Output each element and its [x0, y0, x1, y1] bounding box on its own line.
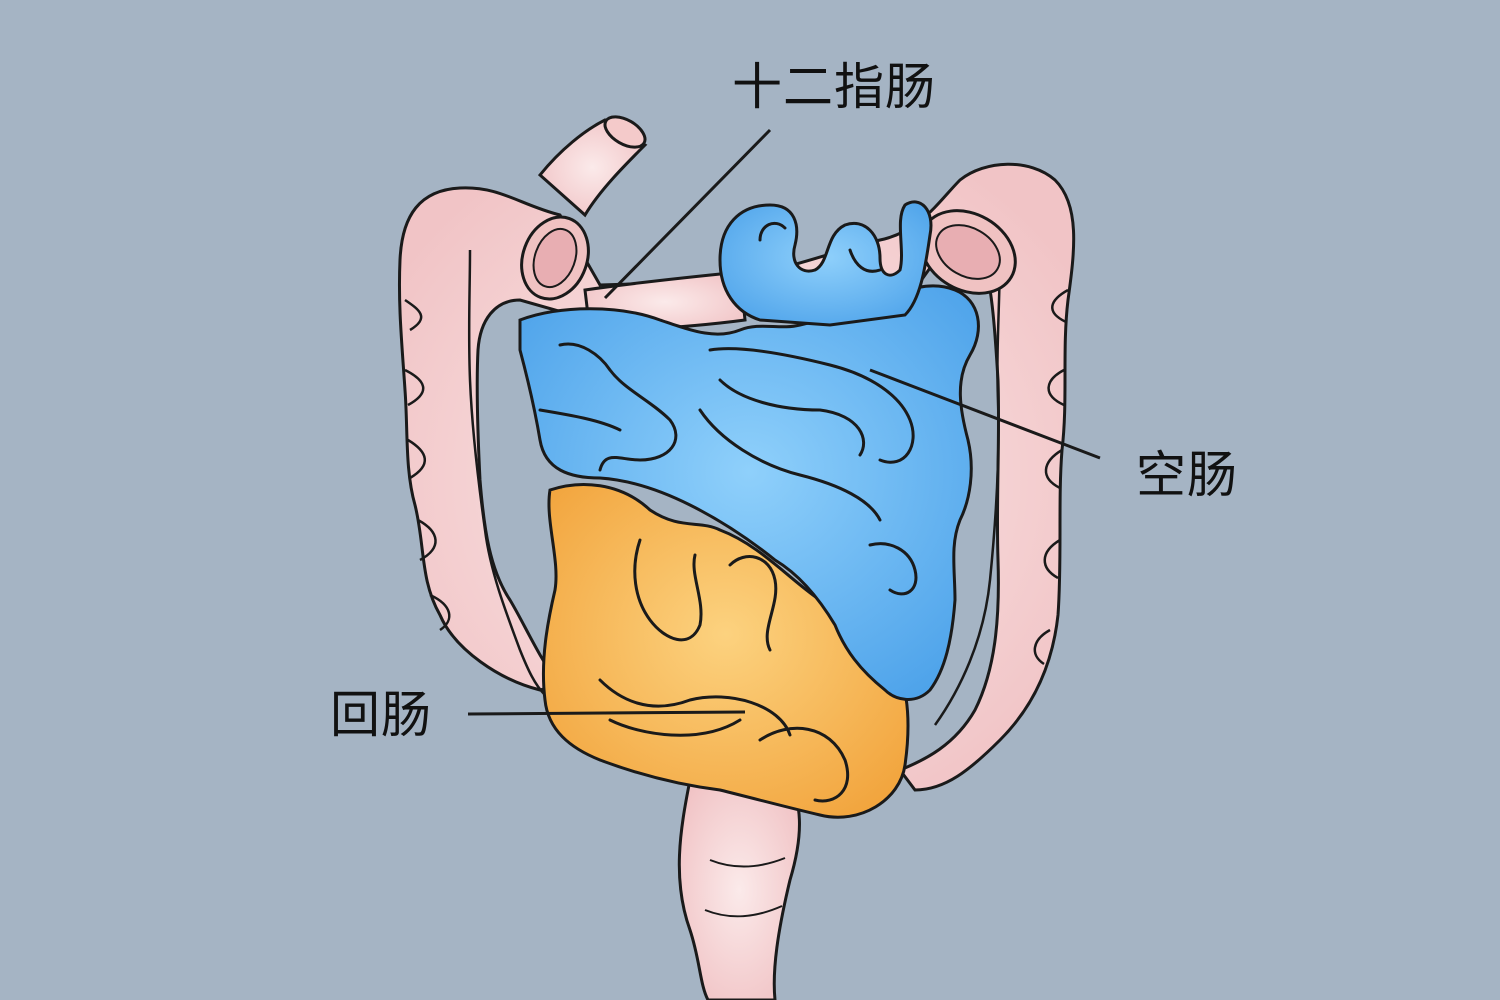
jejunum-leader-line — [869, 368, 1101, 460]
rectum — [677, 778, 801, 1000]
right-colon-cut — [919, 209, 1017, 295]
ileum-leader-line — [467, 710, 746, 716]
jejunum-folds — [538, 221, 918, 596]
jejunum — [518, 284, 980, 701]
ileum-label: 回肠 — [330, 686, 432, 744]
rectum-fold-lines — [704, 857, 786, 918]
jejunum-upper-loops — [718, 200, 933, 327]
left-colon-cut — [520, 215, 590, 301]
duodenum-leader-line — [603, 128, 772, 300]
duodenum-label: 十二指肠 — [732, 58, 936, 116]
stomach-outlet-opening — [603, 115, 647, 149]
descending-colon-haustra — [933, 249, 1069, 726]
ileum-folds — [598, 538, 850, 803]
jejunum-label: 空肠 — [1136, 446, 1238, 504]
ascending-colon-haustra — [404, 249, 546, 696]
